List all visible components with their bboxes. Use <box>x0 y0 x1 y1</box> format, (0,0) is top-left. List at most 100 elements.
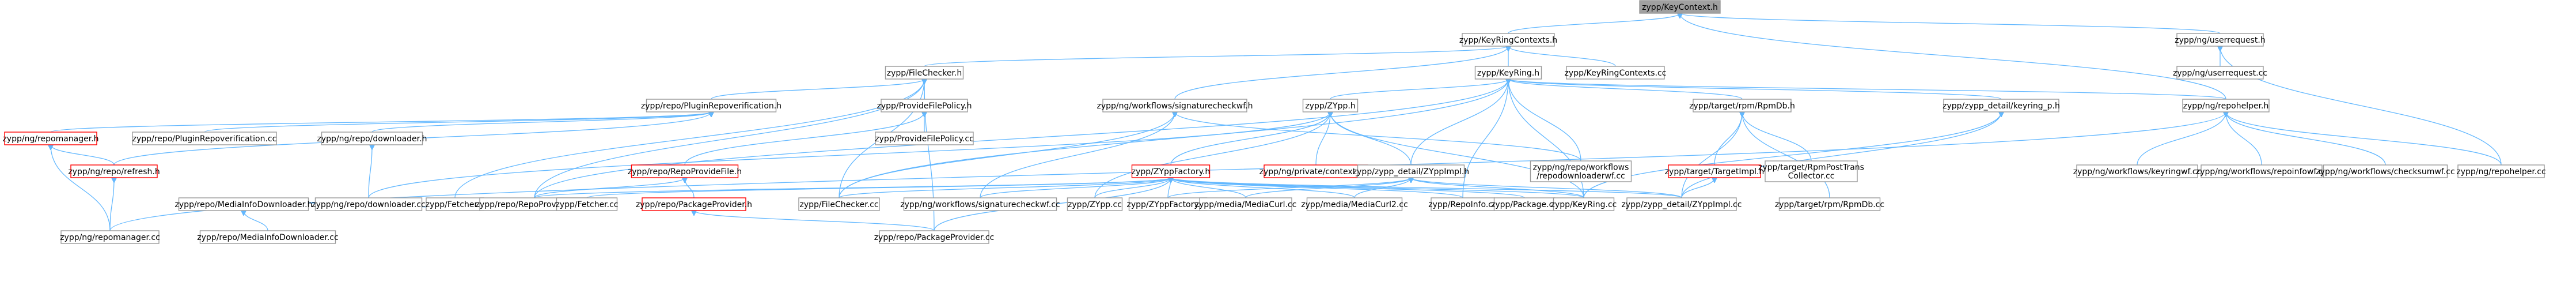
edge-repoprovidefile_h-to-providefilepolicy_h <box>684 111 924 166</box>
node-keycontext[interactable]: zypp/KeyContext.h <box>1639 0 1721 14</box>
node-box <box>1357 164 1465 178</box>
edge-repodownloader_h-to-pluginrepoverification_h <box>371 111 711 133</box>
node-keyring-h[interactable]: zypp/KeyRing.h <box>1474 66 1542 80</box>
node-label: zypp/repo/PackageProvider.h <box>636 200 752 209</box>
edge-repohelper_cc-to-repohelper_h <box>2226 111 2502 166</box>
node-label: zypp/ng/repo/workflows <box>1533 163 1629 172</box>
node-label: zypp/zypp_detail/keyring_p.h <box>1943 102 2060 111</box>
node-box <box>199 230 336 244</box>
edge-mediainfodownloader_cc-to-mediainfodownloader_h <box>244 210 268 231</box>
node-repomanager-cc[interactable]: zypp/ng/repomanager.cc <box>60 230 160 244</box>
node-repodownloader-cc[interactable]: zypp/ng/repo/downloader.cc <box>312 197 426 211</box>
node-fetcher-cc[interactable]: zypp/Fetcher.cc <box>555 197 619 211</box>
node-box <box>1530 160 1632 182</box>
edge-repomanager_cc-to-reporefresh_h <box>109 178 114 231</box>
node-zypp-cc[interactable]: zypp/ZYpp.cc <box>1067 197 1123 211</box>
node-keyringwf-cc[interactable]: zypp/ng/workflows/keyringwf.cc <box>2073 164 2201 178</box>
edge-zyppimpl_cc-to-zyppfactory_h <box>1171 177 1682 198</box>
node-box <box>1943 99 2059 112</box>
node-box <box>1306 197 1403 211</box>
node-label: zypp/target/TargetImpl.h <box>1665 167 1765 177</box>
edge-packageprovider_cc-to-packageprovider_h <box>694 210 935 231</box>
edge-repodownloaderwf_cc-to-signaturecheckwf_h <box>1175 111 1581 162</box>
edge-pluginrepoverification_cc-to-pluginrepoverification_h <box>204 111 711 133</box>
node-packageprovider-h[interactable]: zypp/repo/PackageProvider.h <box>636 197 752 211</box>
node-zyppfactory-cc[interactable]: zypp/ZYppFactory.cc <box>1126 197 1209 211</box>
edge-userrequest_h-to-keycontext <box>1680 13 2221 34</box>
node-box <box>1778 197 1881 211</box>
node-zyppfactory-h[interactable]: zypp/ZYppFactory.h <box>1132 164 1211 178</box>
node-label: zypp/ng/workflows/signaturecheckwf.cc <box>900 200 1060 209</box>
edge-keyringcontexts_cc-to-keyringcontexts_h <box>1508 46 1616 67</box>
node-box <box>1566 66 1665 80</box>
node-repoprovidefile-h[interactable]: zypp/repo/RepoProvideFile.h <box>628 164 742 178</box>
node-packageprovider-cc[interactable]: zypp/repo/PackageProvider.cc <box>874 230 995 244</box>
node-label: zypp/ng/repo/downloader.h <box>317 134 427 144</box>
node-filechecker-cc[interactable]: zypp/FileChecker.cc <box>798 197 880 211</box>
node-repohelper-h[interactable]: zypp/ng/repohelper.h <box>2182 99 2270 112</box>
node-box <box>1693 99 1792 112</box>
node-label: zypp/repo/PackageProvider.cc <box>874 233 995 242</box>
node-label: zypp/ng/repo/refresh.h <box>68 167 160 177</box>
node-providefilepolicy-h[interactable]: zypp/ProvideFilePolicy.h <box>877 99 972 112</box>
node-mediacurl-cc[interactable]: zypp/media/MediaCurl.cc <box>1195 197 1297 211</box>
node-mediainfodownloader-h[interactable]: zypp/repo/MediaInfoDownloader.h <box>175 197 313 211</box>
node-signaturecheckwf-cc[interactable]: zypp/ng/workflows/signaturecheckwf.cc <box>900 197 1060 211</box>
edge-targetimpl_h-to-rpmdb_h <box>1714 112 1742 166</box>
node-zyppimpl-h[interactable]: zypp/zypp_detail/ZYppImpl.h <box>1353 164 1469 178</box>
edge-keyring_p_h-to-keyring_h <box>1508 78 2002 100</box>
node-signaturecheckwf-h[interactable]: zypp/ng/workflows/signaturecheckwf.h <box>1097 99 1253 112</box>
node-label: zypp/ZYpp.cc <box>1068 200 1122 209</box>
node-label: zypp/repo/PluginRepoverification.h <box>641 102 781 111</box>
node-zypp-h[interactable]: zypp/ZYpp.h <box>1302 99 1359 112</box>
edge-repodownloader_cc-to-repodownloader_h <box>368 145 372 198</box>
edge-repoinfo_cc-to-keyring_h <box>1462 79 1508 198</box>
node-mediainfodownloader-cc[interactable]: zypp/repo/MediaInfoDownloader.cc <box>197 230 339 244</box>
node-filechecker-h[interactable]: zypp/FileChecker.h <box>885 66 964 80</box>
node-keyringcontexts-cc[interactable]: zypp/KeyRingContexts.cc <box>1565 66 1667 80</box>
node-providefilepolicy-cc[interactable]: zypp/ProvideFilePolicy.cc <box>875 132 974 145</box>
node-keyring-p-h[interactable]: zypp/zypp_detail/keyring_p.h <box>1943 99 2060 112</box>
edge-repodownloaderwf_cc-to-keyring_h <box>1508 79 1581 162</box>
node-reporefresh-h[interactable]: zypp/ng/repo/refresh.h <box>68 164 160 178</box>
edge-zypp_cc-to-zyppfactory_h <box>1094 177 1171 198</box>
node-pluginrepoverification-h[interactable]: zypp/repo/PluginRepoverification.h <box>641 99 781 112</box>
node-box <box>1302 99 1359 112</box>
node-repoinfo-cc[interactable]: zypp/RepoInfo.cc <box>1428 197 1497 211</box>
edge-keyringwf_cc-to-repohelper_h <box>2137 112 2226 166</box>
node-package-cc[interactable]: zypp/Package.cc <box>1491 197 1558 211</box>
node-targetimpl-h[interactable]: zypp/target/TargetImpl.h <box>1665 164 1765 178</box>
node-box <box>1462 33 1555 47</box>
node-pluginrepoverification-cc[interactable]: zypp/repo/PluginRepoverification.cc <box>132 132 277 145</box>
node-repodownloader-h[interactable]: zypp/ng/repo/downloader.h <box>317 132 427 145</box>
node-zyppimpl-cc[interactable]: zypp/zypp_detail/ZYppImpl.cc <box>1622 197 1742 211</box>
node-label: zypp/ng/userrequest.cc <box>2173 69 2267 78</box>
node-keyring-cc[interactable]: zypp/KeyRing.cc <box>1551 197 1617 211</box>
node-userrequest-cc[interactable]: zypp/ng/userrequest.cc <box>2173 66 2267 80</box>
edge-fetcher_cc-to-zyppfactory_h <box>586 177 1171 198</box>
edge-pluginrepoverification_h-to-filechecker_h <box>711 78 924 100</box>
edge-rpmdb_h-to-keyring_h <box>1508 78 1743 100</box>
edge-filechecker_cc-to-zyppfactory_h <box>839 177 1171 198</box>
node-userrequest-h[interactable]: zypp/ng/userrequest.h <box>2175 33 2266 47</box>
node-repomanager-h[interactable]: zypp/ng/repomanager.h <box>2 132 99 145</box>
node-rpmdb-cc[interactable]: zypp/target/rpm/RpmDb.cc <box>1775 197 1884 211</box>
node-keyringcontexts-h[interactable]: zypp/KeyRingContexts.h <box>1459 33 1557 47</box>
node-label: zypp/KeyRingContexts.h <box>1459 36 1557 45</box>
edge-zyppfactory_cc-to-zyppimpl_h <box>1167 177 1411 198</box>
node-repodownloaderwf-cc[interactable]: zypp/ng/repo/workflows/repodownloaderwf.… <box>1530 160 1632 182</box>
edge-keyring_cc-to-zyppimpl_h <box>1411 177 1584 198</box>
edge-filechecker_cc-to-signaturecheckwf_h <box>839 112 1175 198</box>
node-mediacurl2-cc[interactable]: zypp/media/MediaCurl2.cc <box>1301 197 1408 211</box>
node-repoinfowf-cc[interactable]: zypp/ng/workflows/repoinfowf.cc <box>2196 164 2327 178</box>
edge-repomanager_h-to-pluginrepoverification_h <box>50 111 711 133</box>
edge-repodownloader_cc-to-zypp_h <box>368 112 1330 198</box>
node-label: zypp/target/rpm/RpmDb.h <box>1689 102 1795 111</box>
node-label: zypp/ng/workflows/keyringwf.cc <box>2073 167 2201 177</box>
node-rpmdb-h[interactable]: zypp/target/rpm/RpmDb.h <box>1689 99 1795 112</box>
node-box <box>556 197 618 211</box>
node-repohelper-cc[interactable]: zypp/ng/repohelper.cc <box>2456 164 2546 178</box>
node-checksumwf-cc[interactable]: zypp/ng/workflows/checksumwf.cc <box>2316 164 2455 178</box>
